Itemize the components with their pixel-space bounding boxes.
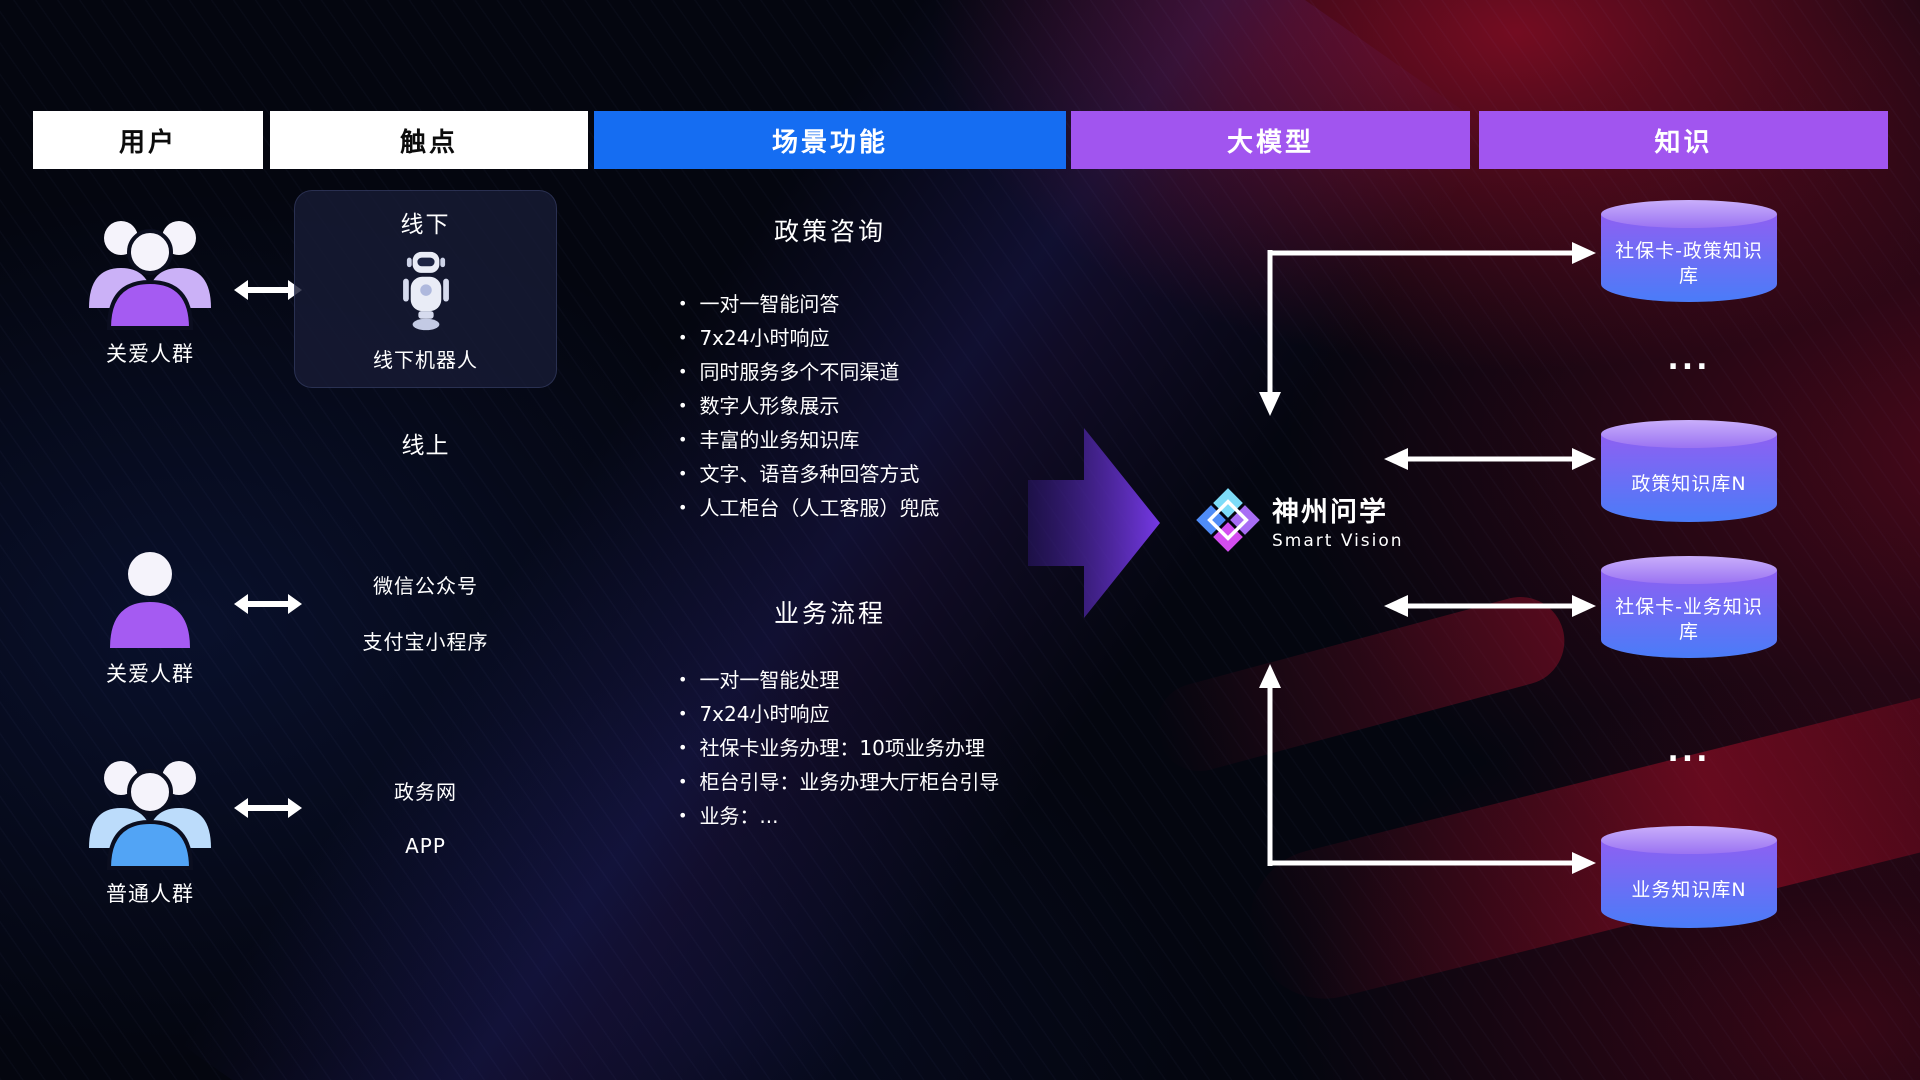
cylinder-top xyxy=(1601,420,1777,448)
single-person-purple-icon xyxy=(110,552,190,648)
bullet-item: 丰富的业务知识库 xyxy=(678,424,1098,458)
cylinder-top xyxy=(1601,826,1777,854)
offline-title: 线下 xyxy=(400,212,451,238)
background-red-streak-small xyxy=(1145,587,1575,781)
bullet-item: 7x24小时响应 xyxy=(678,698,1098,732)
user-block-care-group: 关爱人群 xyxy=(50,212,250,368)
arrowhead-right xyxy=(1572,852,1596,874)
bullet-item: 人工柜台（人工客服）兜底 xyxy=(678,492,1098,526)
knowledge-db-label: 政策知识库N xyxy=(1631,472,1747,495)
cylinder-body xyxy=(1601,434,1777,522)
model-logo-block: 神州问学 Smart Vision xyxy=(1194,486,1404,554)
bullet-item: 文字、语音多种回答方式 xyxy=(678,458,1098,492)
user-label: 关爱人群 xyxy=(106,342,194,366)
arrowhead-right xyxy=(1572,595,1596,617)
knowledge-db-policy-n: 政策知识库N xyxy=(1601,420,1777,522)
arrowhead-right xyxy=(1572,448,1596,470)
online-title: 线上 xyxy=(401,433,450,459)
knowledge-ellipsis-1: ... xyxy=(1667,342,1711,377)
knowledge-db-business-n: 业务知识库N xyxy=(1601,826,1777,928)
connector-arrowheads xyxy=(1259,242,1596,874)
bidirectional-arrow-icon xyxy=(234,594,302,614)
model-logo-text: 神州问学 Smart Vision xyxy=(1272,490,1404,551)
header-large-model: 大模型 xyxy=(1071,111,1470,169)
offline-touchpoint-card: 线下 线下机器人 xyxy=(294,190,557,388)
knowledge-db-label: 社保卡-政策知识库 xyxy=(1615,240,1763,287)
arrowhead-left xyxy=(1384,595,1408,617)
bullet-item: 柜台引导：业务办理大厅柜台引导 xyxy=(678,766,1098,800)
bullet-item: 业务：... xyxy=(678,800,1098,834)
business-section-title: 业务流程 xyxy=(773,599,886,628)
model-subtitle: Smart Vision xyxy=(1272,530,1404,551)
policy-bullet-list: 一对一智能问答 7x24小时响应 同时服务多个不同渠道 数字人形象展示 丰富的业… xyxy=(678,288,1098,526)
bullet-item: 7x24小时响应 xyxy=(678,322,1098,356)
business-bullet-list: 一对一智能处理 7x24小时响应 社保卡业务办理：10项业务办理 柜台引导：业务… xyxy=(678,664,1098,834)
header-knowledge: 知识 xyxy=(1479,111,1888,169)
robot-icon xyxy=(402,251,449,330)
user-label: 普通人群 xyxy=(106,882,194,906)
bidirectional-arrow-icon xyxy=(234,798,302,818)
bullet-item: 同时服务多个不同渠道 xyxy=(678,356,1098,390)
arrowhead-right xyxy=(1572,242,1596,264)
model-name: 神州问学 xyxy=(1272,496,1388,528)
group-people-blue-icon xyxy=(89,761,211,870)
knowledge-ellipsis-2: ... xyxy=(1667,734,1711,769)
group-people-purple-icon xyxy=(89,221,211,330)
bullet-item: 一对一智能处理 xyxy=(678,664,1098,698)
knowledge-db-business-socialcard: 社保卡-业务知识库 xyxy=(1601,556,1777,658)
channel-wechat: 微信公众号 xyxy=(373,574,478,598)
bullet-item: 数字人形象展示 xyxy=(678,390,1098,424)
user-block-general-group: 普通人群 xyxy=(50,752,250,908)
cylinder-top xyxy=(1601,556,1777,584)
header-scenario-functions: 场景功能 xyxy=(594,111,1066,169)
cylinder-top xyxy=(1601,200,1777,228)
cylinder-body xyxy=(1601,214,1777,302)
channel-app: APP xyxy=(405,834,446,858)
bullet-item: 一对一智能问答 xyxy=(678,288,1098,322)
header-touchpoints: 触点 xyxy=(270,111,588,169)
smart-vision-logo-icon xyxy=(1196,488,1260,552)
user-block-care-single: 关爱人群 xyxy=(50,548,250,688)
channel-gov-web: 政务网 xyxy=(394,780,457,804)
arrowhead-up xyxy=(1259,664,1281,688)
background-red-streak-large xyxy=(1233,675,1920,1015)
channel-alipay: 支付宝小程序 xyxy=(362,630,489,654)
knowledge-db-label: 业务知识库N xyxy=(1631,878,1747,901)
arrowhead-left xyxy=(1384,448,1408,470)
cylinder-body xyxy=(1601,840,1777,928)
arrowhead-down xyxy=(1259,392,1281,416)
connector-lines xyxy=(1267,250,1576,866)
knowledge-db-label: 社保卡-业务知识库 xyxy=(1615,596,1763,643)
flow-arrow-icon xyxy=(1028,428,1160,618)
policy-section-title: 政策咨询 xyxy=(773,217,886,246)
offline-robot-label: 线下机器人 xyxy=(373,348,478,372)
cylinder-body xyxy=(1601,570,1777,658)
knowledge-db-policy-socialcard: 社保卡-政策知识库 xyxy=(1601,200,1777,302)
header-users: 用户 xyxy=(33,111,263,169)
user-label: 关爱人群 xyxy=(106,662,194,686)
bullet-item: 社保卡业务办理：10项业务办理 xyxy=(678,732,1098,766)
